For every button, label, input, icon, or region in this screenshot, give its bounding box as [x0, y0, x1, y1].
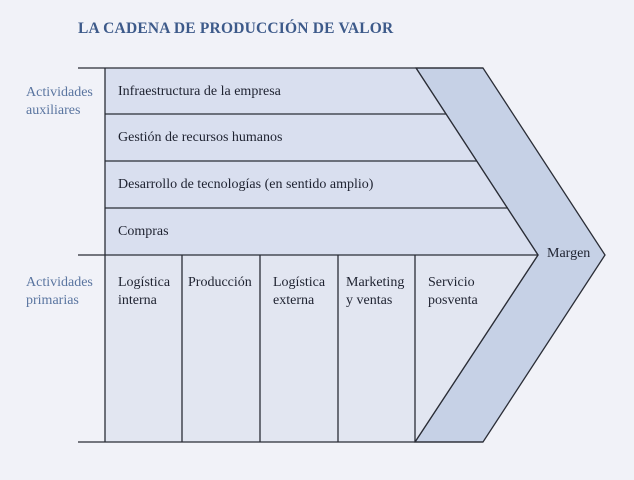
label-line1: Marketing	[346, 275, 405, 290]
primary-label-line2: primarias	[26, 293, 79, 308]
label-line2: y ventas	[346, 293, 393, 308]
primary-activity-inbound-logistics: Logística interna	[118, 274, 170, 310]
support-label-line2: auxiliares	[26, 103, 81, 118]
support-activities-label: Actividades auxiliares	[26, 84, 93, 120]
label-line1: Logística	[273, 275, 326, 290]
primary-activities-label: Actividades primarias	[26, 274, 93, 310]
label-line2: posventa	[428, 293, 478, 308]
support-activity-infrastructure: Infraestructura de la empresa	[118, 84, 281, 99]
primary-activities-area	[105, 255, 538, 442]
support-activity-procurement: Compras	[118, 224, 169, 239]
primary-activity-marketing-sales: Marketing y ventas	[346, 274, 404, 310]
label-line1: Logística	[118, 275, 171, 290]
margin-label: Margen	[547, 246, 591, 261]
support-label-line1: Actividades	[26, 85, 93, 100]
label-line1: Servicio	[428, 275, 475, 290]
label-line1: Producción	[188, 275, 252, 290]
primary-activity-operations: Producción	[188, 274, 252, 292]
label-line2: externa	[273, 293, 315, 308]
support-activity-hr: Gestión de recursos humanos	[118, 130, 283, 145]
diagram-title: LA CADENA DE PRODUCCIÓN DE VALOR	[78, 20, 394, 37]
label-line2: interna	[118, 293, 157, 308]
primary-activity-outbound-logistics: Logística externa	[273, 274, 325, 310]
primary-activity-service: Servicio posventa	[428, 274, 478, 310]
support-activity-technology: Desarrollo de tecnologías (en sentido am…	[118, 177, 374, 192]
primary-label-line1: Actividades	[26, 275, 93, 290]
